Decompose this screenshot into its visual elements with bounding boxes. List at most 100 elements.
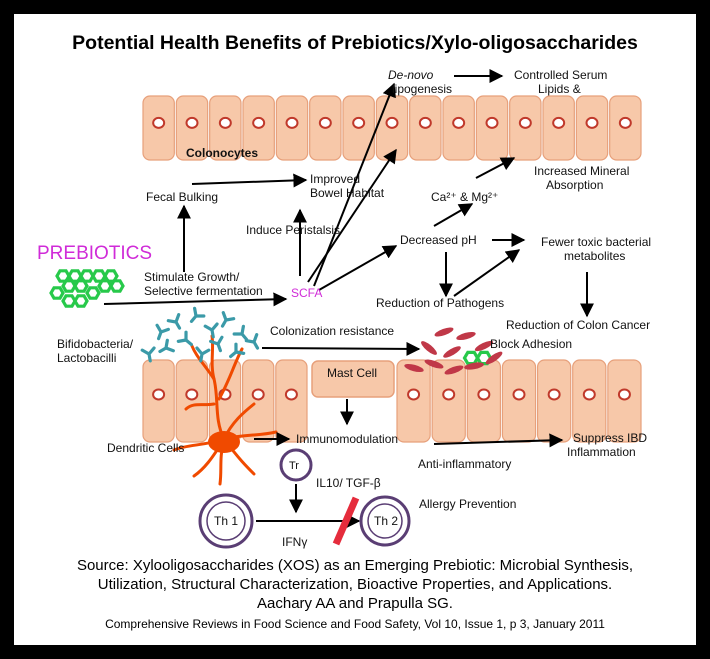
hexagon <box>73 294 89 308</box>
arrows <box>103 69 594 528</box>
bacterium <box>229 342 246 359</box>
pathogen <box>444 365 464 375</box>
epithelium-layer-left <box>142 359 308 443</box>
pathogen <box>404 363 424 373</box>
epithelial-cell <box>607 359 642 443</box>
diagram-canvas <box>49 69 642 549</box>
colonocyte-nucleus <box>352 116 366 129</box>
label-mineral-2: Absorption <box>546 178 604 192</box>
epithelial-nucleus <box>251 388 265 401</box>
pathogen <box>474 340 494 352</box>
colonocyte-nucleus <box>285 116 299 129</box>
epithelial-nucleus <box>284 388 298 401</box>
epithelial-cell <box>572 359 607 443</box>
source-line-1: Source: Xylooligosaccharides (XOS) as an… <box>76 557 634 574</box>
bacterium-body <box>166 313 182 330</box>
label-fecal: Fecal Bulking <box>146 190 219 204</box>
label-tr: Tr <box>289 460 299 472</box>
epithelial-cell <box>466 359 502 443</box>
pathogen <box>443 346 461 358</box>
hexagon <box>79 269 95 283</box>
epithelium-layer-right <box>396 359 642 443</box>
hexagon <box>462 350 480 366</box>
label-ibd-2: Inflammation <box>567 445 636 459</box>
colonocyte-nucleus <box>152 116 166 129</box>
pathogen-rods <box>404 327 503 375</box>
block-bar <box>332 496 360 546</box>
label-immuno: Immunomodulation <box>296 432 399 446</box>
epithelial-cell <box>536 359 572 443</box>
bacterium <box>195 346 211 363</box>
bacterium-body <box>189 306 206 323</box>
label-stimulate-1: Stimulate Growth/ <box>144 270 240 284</box>
epithelial-nucleus <box>477 388 491 401</box>
colonocyte-nucleus <box>518 116 532 129</box>
arrow-stimulate-scfa <box>103 292 288 307</box>
bacterium <box>158 338 175 354</box>
hexagon <box>49 286 65 300</box>
label-fewer-1: Fewer toxic bacterial <box>541 235 652 249</box>
arrow-scfa-lipogenesis <box>307 148 397 283</box>
label-fewer-2: metabolites <box>564 249 626 263</box>
label-mast: Mast Cell <box>327 366 378 380</box>
source-line-3: Aachary AA and Prapulla SG. <box>257 595 453 612</box>
arrow-ph-camg <box>433 203 474 227</box>
bacterium-body <box>209 335 224 353</box>
hexagon <box>97 279 113 293</box>
bacterium <box>203 322 219 339</box>
bacterium-body <box>220 311 236 328</box>
label-colonization: Colonization resistance <box>270 324 395 338</box>
bacterium-body <box>203 322 219 339</box>
label-th2: Th 2 <box>374 514 399 528</box>
pathogen <box>421 341 437 355</box>
th1-cell-inner <box>206 501 246 541</box>
arrow-fecal-improved <box>191 173 308 188</box>
label-improved-2: Bowel Habitat <box>310 186 385 200</box>
bacterium-body <box>155 323 170 341</box>
bacterium-body <box>232 324 249 341</box>
th2-cell-inner <box>367 503 403 539</box>
colonocyte-nucleus <box>418 116 432 129</box>
pathogen <box>456 331 476 341</box>
colonocyte-nucleus <box>252 116 266 129</box>
label-colonocytes: Colonocytes <box>186 146 259 160</box>
label-ca-mg: Ca²⁺ & Mg²⁺ <box>431 190 499 204</box>
epithelial-cell <box>175 359 208 443</box>
mast-cell <box>311 360 395 398</box>
prebiotic-hexagons <box>49 269 125 308</box>
label-ph: Decreased pH <box>400 233 477 247</box>
label-th1: Th 1 <box>214 514 239 528</box>
label-scfa: SCFA <box>291 286 323 300</box>
bacterium-body <box>229 342 246 359</box>
label-allergy: Allergy Prevention <box>419 497 517 511</box>
epithelial-nucleus <box>442 388 456 401</box>
source-line-4: Comprehensive Reviews in Food Science an… <box>105 617 605 631</box>
epithelial-cell <box>431 359 466 443</box>
label-stimulate-2: Selective fermentation <box>144 284 263 298</box>
epithelial-cell <box>242 359 275 443</box>
colonocyte-nucleus <box>552 116 566 129</box>
epithelial-cell <box>396 359 431 443</box>
label-bifido-1: Bifidobacteria/ <box>57 337 134 351</box>
label-induce: Induce Peristalsis <box>246 223 341 237</box>
bacterium-body <box>244 333 260 350</box>
arrow-anti-inflammatory <box>433 433 564 448</box>
arrow-scfa-ph <box>318 245 398 291</box>
bacterium <box>140 346 156 363</box>
label-mineral-1: Increased Mineral <box>534 164 630 178</box>
label-lipogenesis: lipogenesis <box>392 82 453 96</box>
pathogen <box>434 327 454 337</box>
epithelial-cell <box>275 359 308 443</box>
pathogen <box>424 359 444 369</box>
colonocyte-layer-top <box>142 95 642 161</box>
label-anti: Anti-inflammatory <box>418 457 512 471</box>
bacterium <box>209 335 224 353</box>
epithelial-cell <box>501 359 537 443</box>
bacterium-body <box>195 346 211 363</box>
label-ibd-1: Suppress IBD <box>573 431 648 445</box>
epithelial-nucleus <box>617 388 631 401</box>
bacterium <box>166 313 182 330</box>
arrow-pathogens-fewer <box>453 249 521 297</box>
label-pathogens: Reduction of Pathogens <box>376 296 505 310</box>
hexagon <box>85 286 101 300</box>
